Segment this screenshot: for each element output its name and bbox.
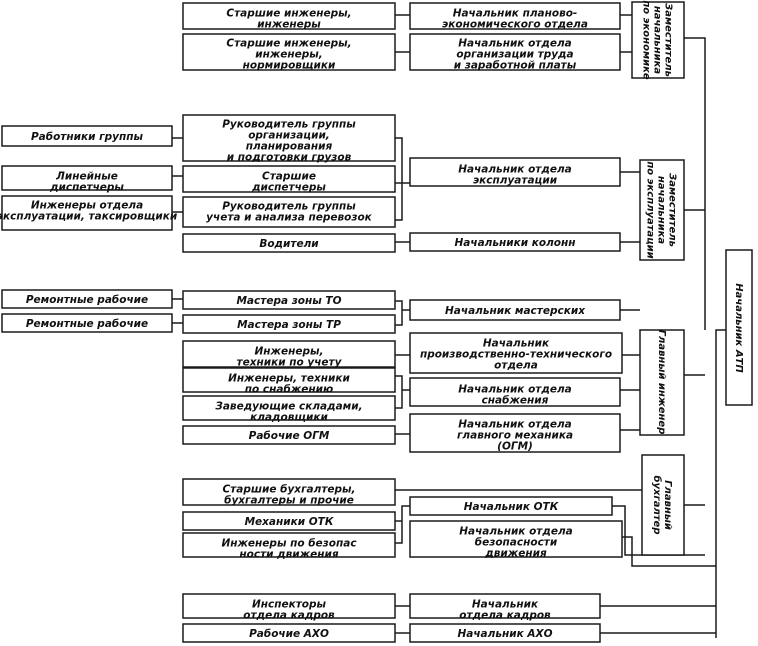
ogm-workers-label: Рабочие ОГМ (249, 430, 330, 442)
senior-engineers-norm-label: Старшие инженеры,инженеры,нормировщики (226, 38, 351, 72)
column-heads-label: Начальники колонн (454, 237, 575, 249)
deputy-operations-label: Заместительначальникапо эксплуатации (645, 161, 678, 258)
dept-boxes: Начальник планово-экономического отдела … (409, 2, 623, 643)
head-label: Начальник АТП (733, 283, 744, 373)
zone-to-masters-label: Мастера зоны ТО (236, 295, 341, 307)
engineers-accounting-label: Инженеры,техники по учету (237, 346, 343, 369)
otk-label: Начальник ОТК (464, 501, 559, 513)
senior-engineers-label: Старшие инженеры,инженеры (226, 8, 351, 31)
deputy-operations: Заместительначальникапо эксплуатации (639, 159, 685, 261)
deputy-economics: Заместительначальникапо экономике (631, 0, 685, 80)
axo-label: Начальник АХО (457, 628, 552, 640)
deputy-economics-label: Заместительначальникапо экономике (641, 0, 674, 80)
drivers-label: Водители (259, 238, 319, 250)
staff-boxes: Старшие инженеры,инженеры Старшие инжене… (182, 2, 396, 643)
axo-workers-label: Рабочие АХО (249, 628, 329, 640)
accountants-label: Старшие бухгалтеры,бухгалтеры и прочие (222, 484, 355, 507)
repair-workers-tr-label: Ремонтные рабочие (26, 318, 148, 330)
chief-accountant-label: Главныйбухгалтер (651, 476, 673, 535)
group-workers-label: Работники группы (31, 131, 144, 143)
deputy-chief-accountant: Главныйбухгалтер (641, 454, 685, 556)
deputy-chief-engineer: Главный инженер (639, 329, 685, 436)
head-node: Начальник АТП (725, 249, 753, 406)
repair-workers-to-label: Ремонтные рабочие (26, 294, 148, 306)
planning-econ-label: Начальник планово-экономического отдела (442, 8, 588, 31)
warehouse-heads-label: Заведующие складами,кладовщики (215, 401, 362, 424)
otk-mechanics-label: Механики ОТК (245, 516, 334, 528)
workshops-label: Начальник мастерских (445, 305, 586, 317)
chief-engineer-label: Главный инженер (656, 330, 667, 435)
zone-tr-masters-label: Мастера зоны ТР (237, 319, 341, 331)
